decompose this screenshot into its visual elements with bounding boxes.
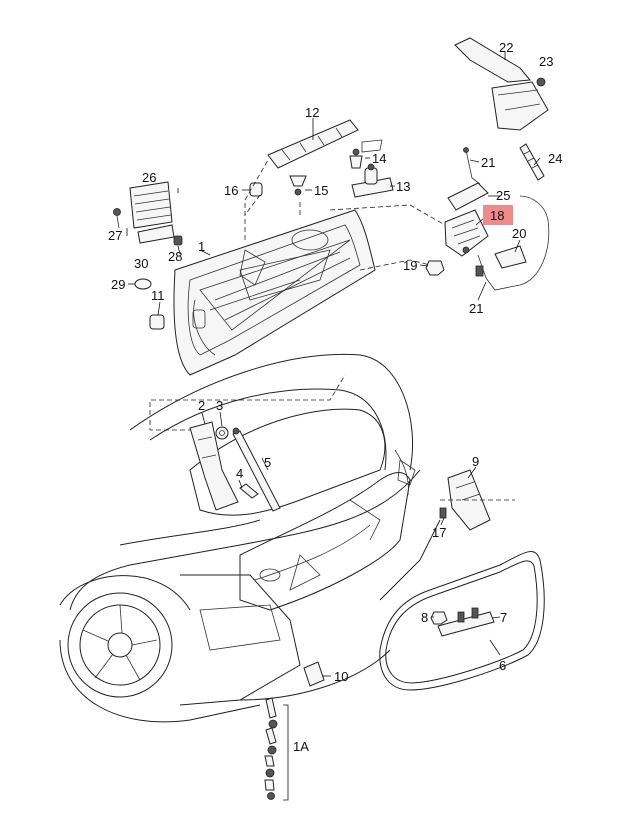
callout-24[interactable]: 24 bbox=[548, 151, 562, 166]
car-body-illustration bbox=[59, 353, 441, 723]
callout-28[interactable]: 28 bbox=[168, 249, 182, 264]
callout-23[interactable]: 23 bbox=[539, 54, 553, 69]
assembly-lines bbox=[149, 159, 515, 501]
callout-4[interactable]: 4 bbox=[236, 466, 243, 481]
callout-20[interactable]: 20 bbox=[512, 226, 526, 241]
callout-26[interactable]: 26 bbox=[142, 170, 156, 185]
part-28-clip bbox=[173, 235, 183, 246]
callout-5[interactable]: 5 bbox=[264, 455, 271, 470]
part-13-lock-cylinder bbox=[351, 163, 394, 198]
callout-22[interactable]: 22 bbox=[499, 40, 513, 55]
callout-labels: 1 1A 2 3 4 5 6 7 8 9 10 11 12 13 14 15 1… bbox=[108, 40, 562, 754]
callout-13[interactable]: 13 bbox=[396, 179, 410, 194]
callout-30[interactable]: 30 bbox=[134, 256, 148, 271]
part-21-cable bbox=[463, 147, 550, 291]
part-7-striker bbox=[437, 607, 495, 637]
part-27-bolt bbox=[113, 208, 121, 229]
part-4-bolt bbox=[239, 483, 259, 499]
callout-29[interactable]: 29 bbox=[111, 277, 125, 292]
part-23-nut bbox=[536, 77, 546, 87]
callout-7[interactable]: 7 bbox=[500, 610, 507, 625]
part-18-lock bbox=[444, 209, 489, 257]
part-15-clip bbox=[289, 175, 307, 196]
part-24-bolt bbox=[519, 143, 545, 181]
callout-10[interactable]: 10 bbox=[334, 669, 348, 684]
part-8-nut bbox=[430, 611, 448, 625]
highlight-box-18 bbox=[483, 205, 513, 225]
part-12-bracket bbox=[267, 119, 383, 169]
part-22-housing bbox=[454, 37, 549, 131]
part-30-seal bbox=[137, 224, 175, 244]
callout-2[interactable]: 2 bbox=[198, 398, 205, 413]
part-3-nut bbox=[215, 426, 229, 440]
callout-15[interactable]: 15 bbox=[314, 183, 328, 198]
callout-11[interactable]: 11 bbox=[151, 288, 165, 303]
callout-27[interactable]: 27 bbox=[108, 228, 122, 243]
part-19-nut bbox=[425, 260, 445, 276]
part-25-cover bbox=[447, 182, 489, 211]
part-5-gas-strut bbox=[232, 427, 281, 512]
callout-1[interactable]: 1 bbox=[198, 239, 205, 254]
part-1a-fastener-kit bbox=[264, 697, 278, 800]
callout-21-upper[interactable]: 21 bbox=[481, 155, 495, 170]
callout-17[interactable]: 17 bbox=[432, 525, 446, 540]
part-29-buffer bbox=[134, 278, 152, 290]
callout-3[interactable]: 3 bbox=[216, 398, 223, 413]
part-10-grommet bbox=[303, 661, 325, 687]
callout-19[interactable]: 19 bbox=[403, 258, 417, 273]
callout-12[interactable]: 12 bbox=[305, 105, 319, 120]
callout-21-lower[interactable]: 21 bbox=[469, 301, 483, 316]
callout-16[interactable]: 16 bbox=[224, 183, 238, 198]
part-16-bush bbox=[249, 182, 263, 197]
part-2-hinge bbox=[189, 421, 239, 511]
trunk-lid bbox=[173, 209, 376, 376]
callout-8[interactable]: 8 bbox=[421, 610, 428, 625]
callout-25[interactable]: 25 bbox=[496, 188, 510, 203]
part-11-bump-stop bbox=[149, 314, 165, 330]
part-17-clip bbox=[439, 507, 447, 519]
callout-9[interactable]: 9 bbox=[472, 454, 479, 469]
callout-14[interactable]: 14 bbox=[372, 151, 386, 166]
part-20-switch bbox=[494, 245, 527, 269]
part-6-seal bbox=[379, 551, 545, 691]
callout-1a[interactable]: 1A bbox=[293, 739, 309, 754]
part-26-plate bbox=[129, 181, 173, 229]
callout-6[interactable]: 6 bbox=[499, 658, 506, 673]
part-14-clip bbox=[349, 148, 363, 169]
callout-18[interactable]: 18 bbox=[490, 208, 504, 223]
leader-lines bbox=[126, 52, 541, 801]
